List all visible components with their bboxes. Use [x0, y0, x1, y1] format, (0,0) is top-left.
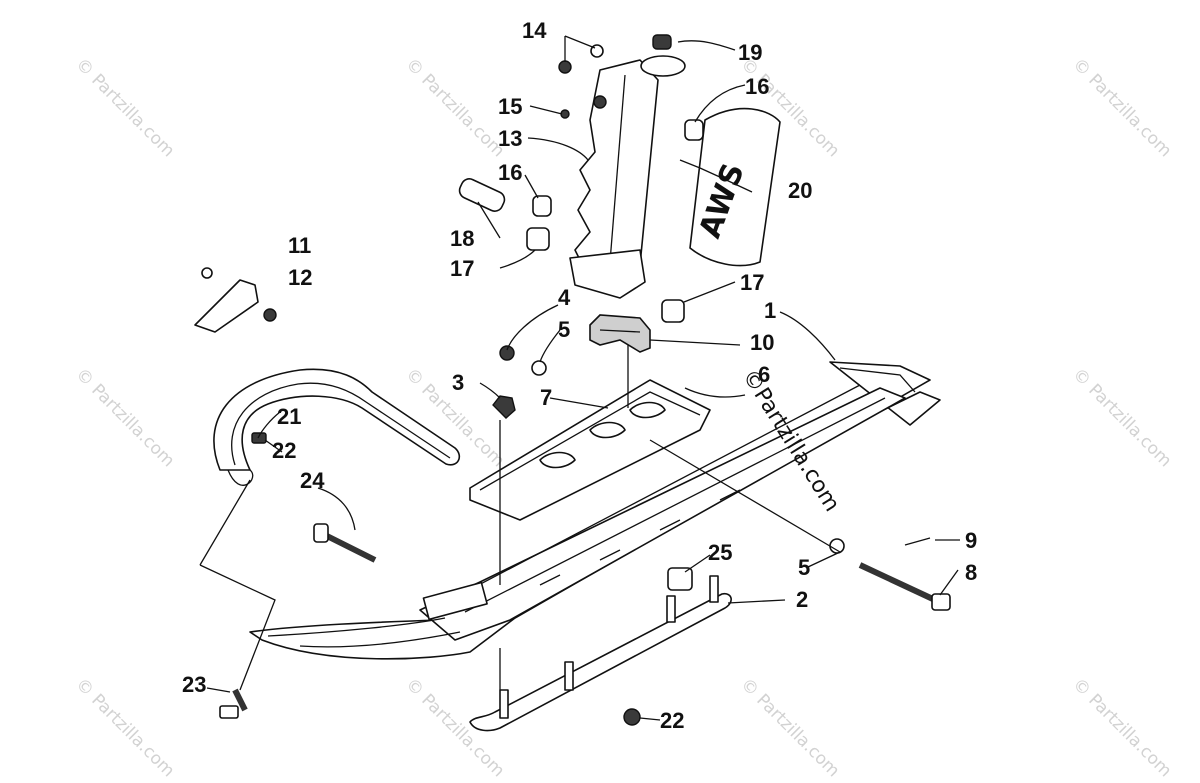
- callout-19: 19: [738, 40, 762, 65]
- callout-21: 21: [277, 404, 301, 429]
- callout-20: 20: [788, 178, 812, 203]
- watermark: © Partzilla.com: [1068, 364, 1175, 471]
- leader-lines: [199, 35, 960, 721]
- callout-9: 9: [965, 528, 977, 553]
- ski-saddle: [469, 379, 711, 521]
- callout-18: 18: [450, 226, 474, 251]
- callout-10: 10: [750, 330, 774, 355]
- callout-22: 22: [660, 708, 684, 733]
- watermark: © Partzilla.com: [71, 364, 178, 471]
- decal: AWS: [689, 107, 781, 267]
- callout-17: 17: [450, 256, 474, 281]
- callout-22: 22: [272, 438, 296, 463]
- ski-body: [249, 361, 941, 660]
- callout-23: 23: [182, 672, 206, 697]
- callout-13: 13: [498, 126, 522, 151]
- callout-17: 17: [740, 270, 764, 295]
- callout-14: 14: [522, 18, 547, 43]
- callout-labels: 14 19 16 15 13 16 20 18 17 11 12 17 4 1 …: [182, 18, 977, 733]
- callout-12: 12: [288, 265, 312, 290]
- callout-11: 11: [288, 233, 311, 258]
- callout-15: 15: [498, 94, 522, 119]
- callout-16: 16: [745, 74, 769, 99]
- callout-16: 16: [498, 160, 522, 185]
- watermark: © Partzilla.com: [71, 674, 178, 781]
- watermark: © Partzilla.com: [401, 54, 508, 161]
- callout-2: 2: [796, 587, 808, 612]
- callout-5: 5: [558, 317, 570, 342]
- watermark: © Partzilla.com: [1068, 674, 1175, 781]
- callout-1: 1: [764, 298, 776, 323]
- hardware: [194, 34, 951, 726]
- callout-6: 6: [758, 362, 770, 387]
- wear-rod: [469, 575, 732, 732]
- callout-4: 4: [558, 285, 571, 310]
- spindle: [569, 59, 659, 299]
- callout-5: 5: [798, 555, 810, 580]
- bumper: [589, 314, 651, 353]
- watermark: © Partzilla.com: [736, 674, 843, 781]
- watermark: © Partzilla.com: [1068, 54, 1175, 161]
- callout-3: 3: [452, 370, 464, 395]
- callout-8: 8: [965, 560, 977, 585]
- callout-25: 25: [708, 540, 732, 565]
- ski-handle: [213, 368, 461, 486]
- callout-7: 7: [540, 385, 552, 410]
- callout-24: 24: [300, 468, 325, 493]
- watermark: © Partzilla.com: [71, 54, 178, 161]
